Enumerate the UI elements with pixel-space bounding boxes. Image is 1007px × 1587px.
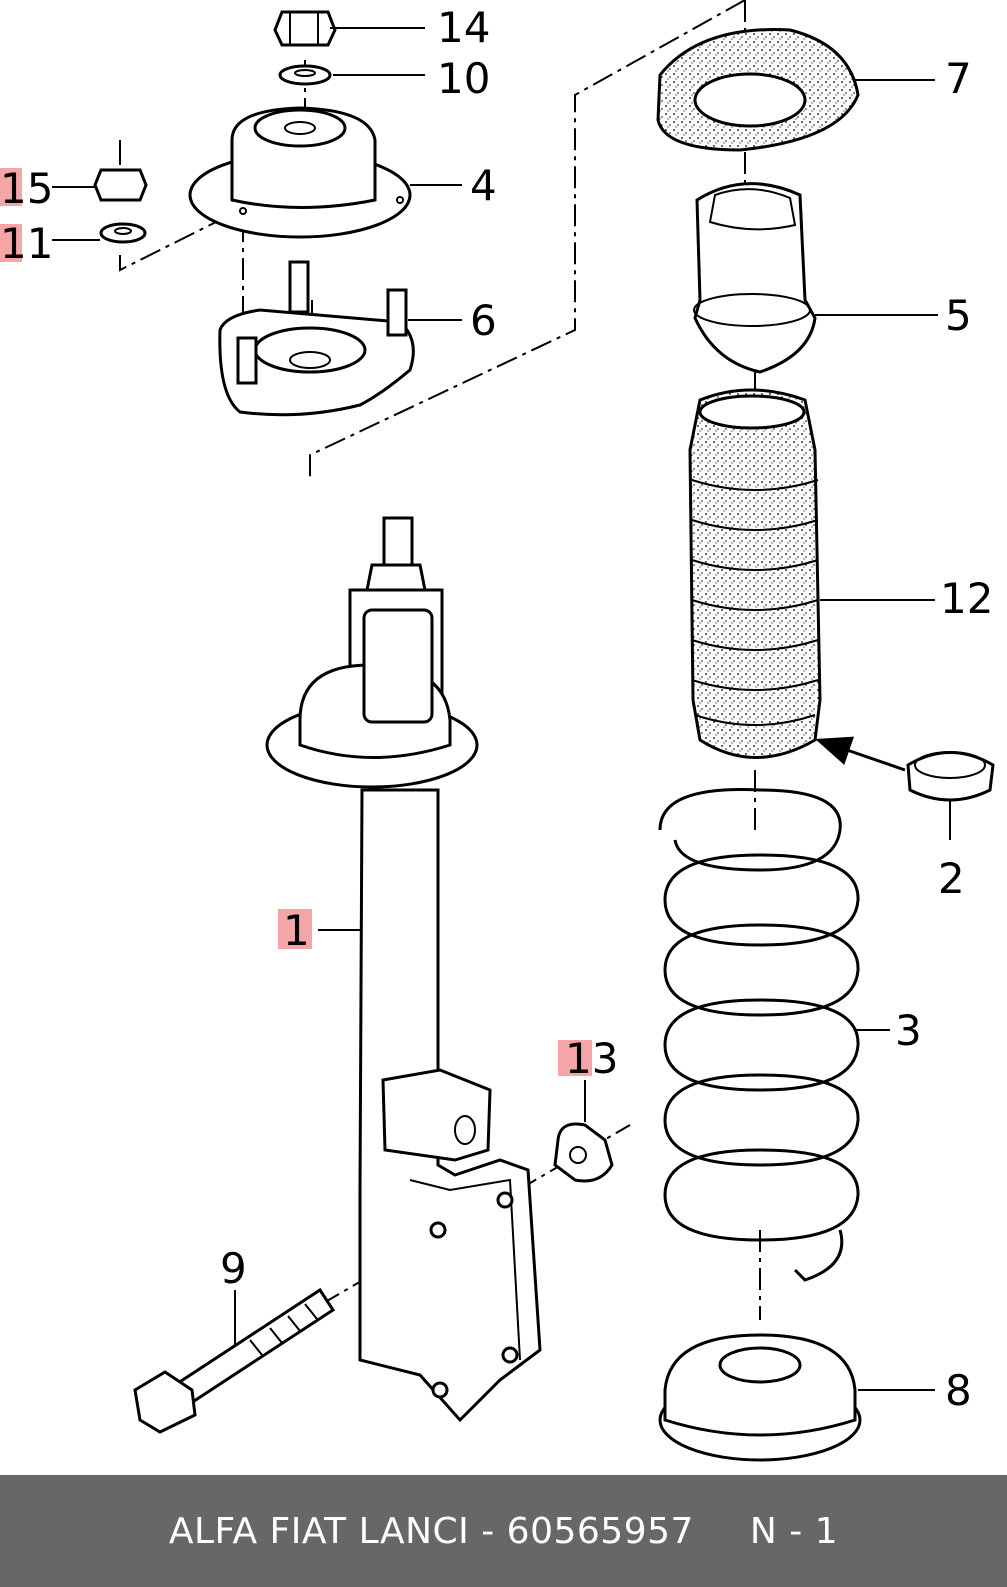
svg-text:1: 1 (283, 906, 310, 955)
part-11-washer (99, 222, 147, 244)
highlight-11 (0, 224, 22, 262)
svg-text:9: 9 (220, 1244, 247, 1293)
callout-4: 4 (470, 161, 497, 210)
callout-12: 12 (940, 574, 993, 623)
svg-text:3: 3 (895, 1006, 922, 1055)
callout-1: 1 (278, 906, 312, 955)
part-number-footer: ALFA FIAT LANCI - 60565957 N - 1 (0, 1475, 1007, 1587)
part-2-ring (815, 736, 995, 840)
callout-10: 10 (437, 54, 490, 103)
svg-text:12: 12 (940, 574, 993, 623)
part-10-washer (278, 64, 332, 86)
callout-11: 11 (0, 219, 53, 268)
callout-9: 9 (220, 1244, 247, 1293)
svg-text:2: 2 (938, 854, 965, 903)
part-15-nut (93, 140, 148, 202)
quantity-text: N - 1 (749, 1510, 839, 1552)
svg-text:11: 11 (0, 219, 53, 268)
callout-13: 13 (558, 1034, 618, 1083)
callout-2: 2 (938, 854, 965, 903)
svg-text:7: 7 (945, 54, 972, 103)
svg-text:8: 8 (945, 1366, 972, 1415)
highlight-1 (278, 909, 312, 949)
part-8-lower-seat (658, 1333, 862, 1462)
callout-6: 6 (470, 296, 497, 345)
svg-text:10: 10 (437, 54, 490, 103)
svg-text:14: 14 (437, 3, 490, 52)
part-6-mount-plate (218, 260, 415, 417)
part-3-coil-spring (658, 788, 860, 1282)
callout-labels: 14 10 7 15 4 11 6 5 12 2 (0, 3, 993, 1415)
exploded-strut-diagram: 14 10 7 15 4 11 6 5 12 2 (0, 0, 995, 1462)
part-9-bolt (133, 1287, 336, 1434)
part-13-nut (553, 1080, 614, 1183)
part-4-upper-mount (188, 106, 412, 239)
svg-text:15: 15 (0, 164, 53, 213)
callout-7: 7 (945, 54, 972, 103)
part-number-text: ALFA FIAT LANCI - 60565957 (168, 1510, 694, 1552)
part-1-strut (265, 516, 542, 1423)
callout-3: 3 (895, 1006, 922, 1055)
leader-lines (52, 27, 938, 1391)
part-5-bump-stop (693, 182, 817, 374)
part-14-nut (273, 10, 337, 47)
callout-15: 15 (0, 164, 53, 213)
highlight-15 (0, 168, 22, 206)
callout-8: 8 (945, 1366, 972, 1415)
svg-text:5: 5 (945, 291, 972, 340)
part-7-spring-seat (656, 28, 860, 152)
highlight-13 (558, 1040, 592, 1076)
svg-text:4: 4 (470, 161, 497, 210)
svg-text:13: 13 (565, 1034, 618, 1083)
callout-5: 5 (945, 291, 972, 340)
part-12-dust-boot (688, 388, 822, 759)
callout-14: 14 (437, 3, 490, 52)
svg-text:6: 6 (470, 296, 497, 345)
